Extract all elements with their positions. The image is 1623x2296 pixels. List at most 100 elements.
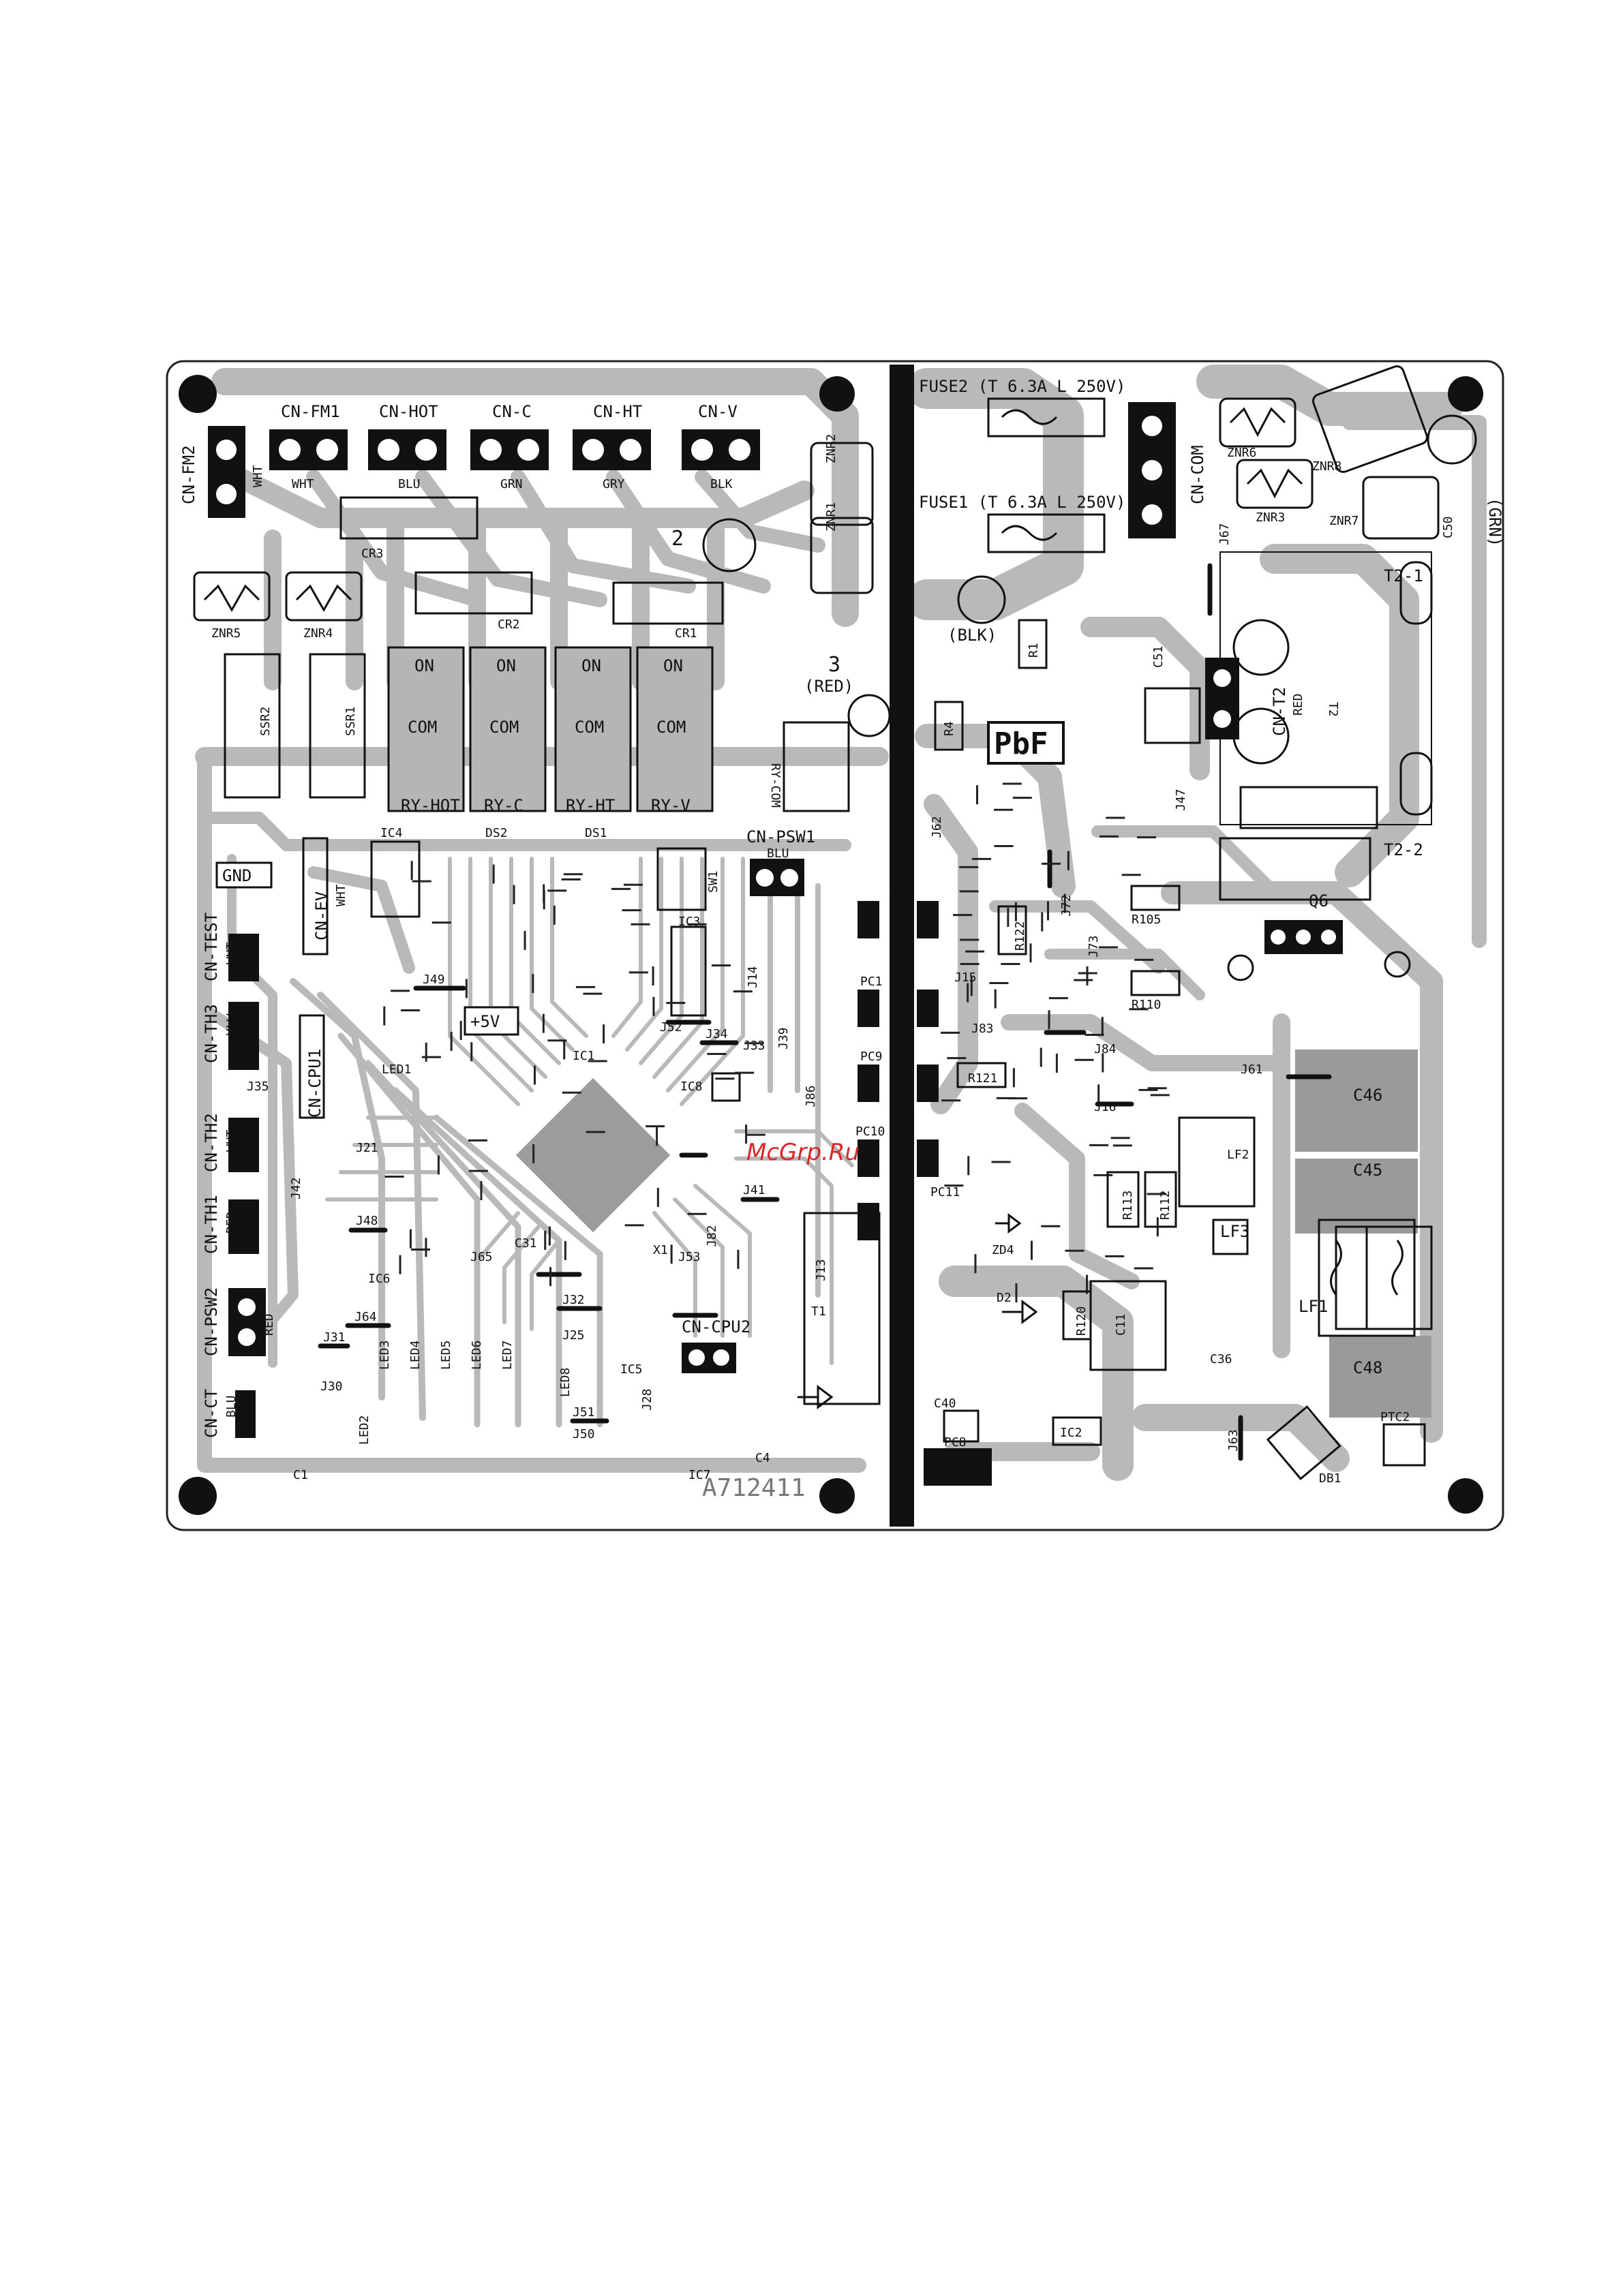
svg-text:J30: J30 — [320, 1379, 343, 1394]
led2-label: LED2 — [357, 1415, 371, 1445]
cn-ht-color: GRY — [603, 477, 625, 491]
led6-label: LED6 — [470, 1341, 484, 1370]
cn-psw2-label: CN-PSW2 — [202, 1287, 221, 1356]
watermark-text: McGrp.Ru — [746, 1139, 860, 1166]
svg-text:J72: J72 — [1059, 894, 1074, 917]
cn-ev-label: CN-EV — [312, 891, 331, 940]
ic1-label: IC1 — [573, 1049, 595, 1063]
cn-test-color: WHT — [224, 942, 239, 964]
r4-label: R4 — [942, 721, 956, 736]
ssr1-label: SSR1 — [344, 707, 358, 736]
led5-label: LED5 — [439, 1341, 453, 1370]
pc11-label: PC11 — [930, 1185, 960, 1199]
svg-text:J52: J52 — [660, 1020, 682, 1035]
ry-hot-label: RY-HOT — [401, 796, 460, 815]
t1-label: T1 — [811, 1304, 826, 1319]
cn-ct-color: BLU — [224, 1395, 239, 1418]
svg-text:J51: J51 — [573, 1405, 595, 1420]
q6-label: Q6 — [1309, 891, 1329, 910]
plus5v-label-box: +5V — [464, 1006, 519, 1036]
left-side-connector-labels: CN-EV WHT CN-TEST WHT CN-TH3 YLW CN-TH2 … — [202, 884, 348, 1438]
cn-c-color: GRN — [500, 477, 523, 491]
svg-text:J13: J13 — [814, 1259, 828, 1281]
svg-text:J39: J39 — [776, 1027, 791, 1050]
top-connectors — [269, 429, 760, 470]
cn-v-label: CN-V — [698, 402, 738, 421]
znr1-label: ZNR1 — [824, 502, 838, 532]
c1-label: C1 — [293, 1468, 308, 1482]
mounting-holes — [179, 375, 1483, 1515]
r120-label: R120 — [1074, 1306, 1089, 1336]
svg-text:J14: J14 — [746, 966, 760, 988]
c46-label: C46 — [1353, 1086, 1382, 1105]
c36-label: C36 — [1210, 1352, 1232, 1366]
cn-fm2-connector: CN-FM2 WHT — [179, 426, 265, 518]
cn-fm1-label: CN-FM1 — [281, 402, 340, 421]
ic7-label: IC7 — [688, 1468, 711, 1482]
cn-v-color: BLK — [710, 477, 733, 491]
cn-th3-color: YLW — [224, 1013, 239, 1036]
ry-com-label: RY-COM — [768, 763, 783, 808]
svg-text:J65: J65 — [470, 1250, 493, 1264]
ry-hot-com: COM — [408, 718, 437, 737]
red-wire-label: (RED) — [804, 677, 853, 696]
ry-ht-on: ON — [581, 656, 601, 675]
znr2-label: ZNR2 — [824, 434, 838, 463]
ds2-label: DS2 — [485, 826, 508, 840]
cn-th2-label: CN-TH2 — [202, 1113, 221, 1172]
svg-text:+5V: +5V — [470, 1012, 500, 1031]
led8-label: LED8 — [558, 1368, 573, 1397]
db1-label: DB1 — [1319, 1471, 1341, 1486]
svg-text:J83: J83 — [971, 1022, 994, 1036]
svg-text:GND: GND — [222, 866, 252, 885]
cn-t2-color: RED — [1291, 693, 1305, 716]
ds1-label: DS1 — [585, 826, 607, 840]
svg-text:J25: J25 — [562, 1328, 585, 1343]
c40-label: C40 — [934, 1396, 956, 1411]
cn-psw1-label: CN-PSW1 — [746, 827, 815, 846]
svg-text:J48: J48 — [356, 1214, 378, 1228]
c51-label: C51 — [1151, 645, 1166, 668]
cn-psw2-color: RED — [262, 1313, 276, 1336]
svg-text:J62: J62 — [930, 816, 944, 838]
left-power-components — [193, 442, 874, 812]
ic4-label: IC4 — [380, 826, 403, 840]
t2-label: T2 — [1326, 702, 1340, 717]
ry-com-area: RY-COM CN-PSW1 BLU — [746, 721, 850, 896]
svg-text:J42: J42 — [289, 1177, 303, 1199]
wire-num-3: 3 — [828, 653, 840, 677]
svg-text:J32: J32 — [562, 1293, 585, 1307]
r1-label: R1 — [1027, 643, 1041, 658]
ry-hot-on: ON — [414, 656, 434, 675]
led4-label: LED4 — [408, 1341, 423, 1370]
svg-text:J41: J41 — [743, 1183, 765, 1197]
pc8-label: PC8 — [944, 1435, 967, 1450]
svg-text:J15: J15 — [954, 970, 977, 985]
r105-label: R105 — [1132, 913, 1161, 927]
pc9-label: PC9 — [860, 1050, 883, 1064]
ry-c-label: RY-C — [484, 796, 524, 815]
cn-fm1-color: WHT — [292, 477, 314, 491]
lf2-label: LF2 — [1227, 1148, 1249, 1162]
cr2-label: CR2 — [498, 617, 520, 632]
t2-2-label: T2-2 — [1384, 840, 1423, 859]
ic6-label: IC6 — [368, 1272, 391, 1286]
c11-label: C11 — [1114, 1313, 1128, 1336]
svg-text:J82: J82 — [705, 1225, 719, 1247]
znr8-label: ZNR8 — [1312, 459, 1341, 474]
c48-label: C48 — [1353, 1358, 1382, 1377]
ic8-label: IC8 — [680, 1080, 703, 1094]
center-divider-bar — [890, 365, 914, 1527]
ptc2-label: PTC2 — [1380, 1410, 1410, 1424]
cr3-label: CR3 — [361, 547, 384, 561]
cn-c-label: CN-C — [492, 402, 532, 421]
pbf-label: PbF — [994, 726, 1048, 761]
lf3-label: LF3 — [1220, 1222, 1249, 1241]
cn-ct-label: CN-CT — [202, 1389, 221, 1438]
znr3-label: ZNR3 — [1256, 510, 1285, 525]
svg-text:J49: J49 — [423, 973, 445, 987]
svg-text:J61: J61 — [1241, 1062, 1263, 1077]
ry-v-com: COM — [656, 718, 686, 737]
svg-text:J86: J86 — [804, 1085, 818, 1107]
